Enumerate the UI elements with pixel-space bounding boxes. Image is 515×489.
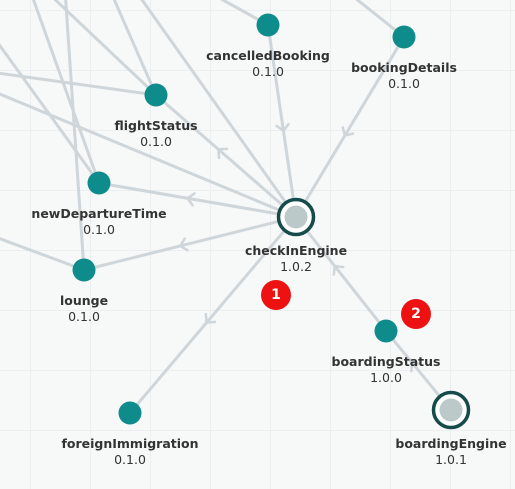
edge-arrowhead <box>410 361 422 373</box>
node-label: boardingStatus <box>331 354 441 369</box>
edge-arrowhead <box>341 126 355 137</box>
offscreen-edge <box>0 92 298 219</box>
edge-line <box>128 215 298 415</box>
node-version: 0.1.0 <box>140 134 172 149</box>
edge-cancelledBooking-to-checkInEngine <box>266 23 298 219</box>
edge-checkInEngine-to-flightStatus <box>154 93 298 219</box>
node-bookingDetails[interactable] <box>392 25 416 49</box>
edge-line <box>154 93 298 219</box>
offscreen-edge <box>53 0 158 97</box>
offscreen-edge <box>0 71 158 97</box>
offscreen-edge <box>219 0 270 27</box>
node-label: flightStatus <box>114 118 198 133</box>
node-version: 0.1.0 <box>114 452 146 467</box>
node-boardingEngine[interactable] <box>431 390 471 430</box>
node-label: newDepartureTime <box>31 206 167 221</box>
edge-line <box>97 181 298 219</box>
edge-line <box>294 215 388 333</box>
node-label: checkInEngine <box>244 243 348 258</box>
edge-arrowhead <box>332 264 345 276</box>
number-badge: 2 <box>401 299 431 329</box>
edge-bookingDetails-to-checkInEngine <box>294 35 406 219</box>
service-node-circle[interactable] <box>144 83 168 107</box>
service-node-circle[interactable] <box>374 319 398 343</box>
edge-checkInEngine-to-newDepartureTime <box>97 181 298 219</box>
offscreen-edge <box>355 0 406 39</box>
node-label: cancelledBooking <box>206 48 330 63</box>
node-lounge[interactable] <box>72 258 96 282</box>
service-node-circle[interactable] <box>256 13 280 37</box>
edge-arrowhead <box>186 192 196 207</box>
node-checkInEngine[interactable] <box>276 197 316 237</box>
node-label: lounge <box>59 293 109 308</box>
edge-arrowhead <box>275 122 290 133</box>
engine-node-core <box>439 398 463 422</box>
offscreen-edge <box>0 43 101 185</box>
node-version: 0.1.0 <box>388 76 420 91</box>
node-label: boardingEngine <box>395 436 507 451</box>
service-node-circle[interactable] <box>392 25 416 49</box>
service-node-circle[interactable] <box>72 258 96 282</box>
node-version: 1.0.1 <box>435 452 467 467</box>
node-label: foreignImmigration <box>61 436 199 451</box>
edge-boardingStatus-to-checkInEngine <box>294 215 388 333</box>
node-version: 0.1.0 <box>83 222 115 237</box>
edge-arrowhead <box>204 312 217 324</box>
node-version: 0.1.0 <box>252 64 284 79</box>
node-boardingStatus[interactable] <box>374 319 398 343</box>
node-version: 1.0.2 <box>280 259 312 274</box>
edge-checkInEngine-to-foreignImmigration <box>128 215 298 415</box>
edge-checkInEngine-to-lounge <box>82 215 298 272</box>
node-version: 1.0.0 <box>370 370 402 385</box>
edge-arrowhead <box>179 237 189 252</box>
offscreen-edge <box>140 0 298 219</box>
node-cancelledBooking[interactable] <box>256 13 280 37</box>
node-flightStatus[interactable] <box>144 83 168 107</box>
offscreen-edge <box>64 0 86 272</box>
edge-line <box>266 23 298 219</box>
node-label: bookingDetails <box>351 60 457 75</box>
offscreen-edge <box>112 0 158 97</box>
node-version: 0.1.0 <box>68 309 100 324</box>
service-node-circle[interactable] <box>118 401 142 425</box>
engine-node-core <box>284 205 308 229</box>
edge-line <box>294 35 406 219</box>
edge-line <box>82 215 298 272</box>
offscreen-edge <box>31 0 101 185</box>
nodes-layer <box>72 13 471 430</box>
node-foreignImmigration[interactable] <box>118 401 142 425</box>
offscreen-edge <box>0 237 86 272</box>
edge-arrowhead <box>217 147 229 160</box>
number-badge: 1 <box>261 280 291 310</box>
service-node-circle[interactable] <box>87 171 111 195</box>
node-newDepartureTime[interactable] <box>87 171 111 195</box>
